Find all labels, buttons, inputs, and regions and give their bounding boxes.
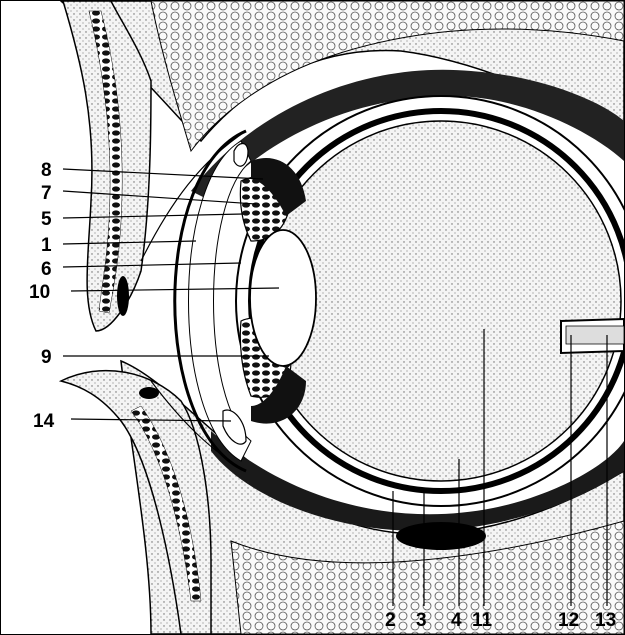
label-10: 10 — [29, 282, 50, 303]
label-9: 9 — [41, 347, 52, 368]
label-3: 3 — [416, 610, 427, 631]
upper-fornix-gland — [234, 144, 248, 167]
label-5: 5 — [41, 209, 52, 230]
label-12: 12 — [558, 610, 579, 631]
label-13: 13 — [595, 610, 616, 631]
label-2: 2 — [385, 610, 396, 631]
label-4: 4 — [451, 610, 462, 631]
label-6: 6 — [41, 259, 52, 280]
inferior-oblique-muscle — [396, 522, 486, 550]
lower-tarsal-gland — [139, 387, 159, 399]
upper-tarsal-gland — [117, 276, 129, 316]
label-1: 1 — [41, 235, 52, 256]
label-11: 11 — [472, 610, 493, 631]
label-8: 8 — [41, 160, 52, 181]
label-14: 14 — [33, 411, 55, 432]
label-7: 7 — [41, 183, 52, 204]
optic-nerve-core — [566, 326, 624, 344]
lens — [250, 230, 316, 366]
